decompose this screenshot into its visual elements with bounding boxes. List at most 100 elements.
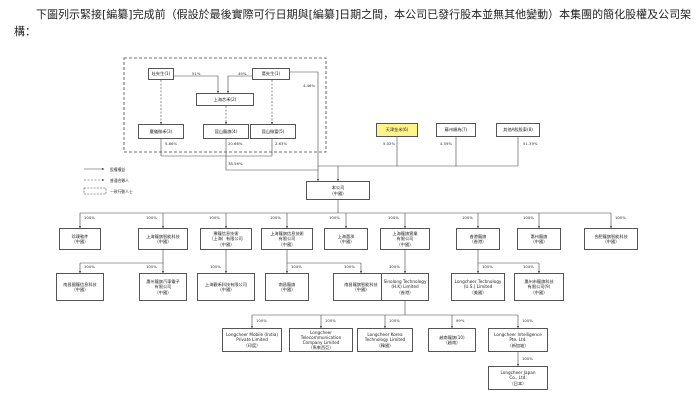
entity-tianjin-name: 天津金米 [385, 127, 403, 133]
entity-du-note: (1) [164, 71, 171, 77]
entity-l4-4: 越南龍旗(10)（越南） [428, 328, 476, 352]
entity-l2-2-name: 上海龍旗智能科技 [146, 233, 180, 239]
entity-du-name: 杜先生 [151, 71, 165, 77]
entity-l2-4-name2: 有限公司 [278, 236, 296, 242]
entity-l4-4-name: 越南龍旗 [439, 334, 457, 340]
pct-l3-6: 100% [389, 264, 400, 269]
pct-du-zhixin: 51% [192, 71, 201, 76]
entity-l3-5: 南昌龍旗智能科技（中國） [333, 273, 389, 301]
entity-l2-3-name2: （上海）有限公司 [209, 236, 243, 242]
entity-company: 本公司（中國） [306, 181, 370, 200]
entity-l4-4-place: （越南） [443, 340, 461, 345]
entity-l4-5-name: Longcheer Intelligence [494, 332, 542, 338]
legend-equity-label: 股權權益 [110, 167, 126, 172]
pct-l3-4: 100% [291, 264, 302, 269]
entity-l4-1-name: Longcheer Mobile (India) [226, 332, 278, 338]
entity-l4-1: Longcheer Mobile (India)Private Limited（… [222, 328, 282, 352]
entity-l3-6-place: （香港） [396, 289, 414, 295]
pct-l2-9: 100% [615, 215, 626, 220]
entity-l4-2-name: Longcheer Telecommunication [300, 329, 342, 340]
entity-l3-2-place: （中國） [154, 289, 172, 295]
entity-l2-2-place: （中國） [154, 239, 172, 244]
entity-l2-1-place: （中國） [71, 239, 89, 244]
entity-l2-6: 上海龍旗實業有限公司（中國） [380, 228, 430, 250]
entity-l3-3-place: （中國） [217, 287, 235, 292]
pct-l5-1: 100% [522, 356, 533, 361]
pct-l2-3: 100% [209, 215, 220, 220]
pct-l4-4: 99% [456, 318, 465, 323]
pct-l4-2: 100% [325, 318, 336, 323]
entity-l4-5-place: （新加坡） [507, 342, 529, 348]
entity-l3-8-place: （中國） [530, 289, 548, 295]
entity-l2-5: 上海蕙承（中國） [324, 228, 368, 250]
entity-l2-4-name: 上海龍旗信息技術 [270, 231, 304, 237]
entity-l3-7-name2: (U.S.) Limited [463, 284, 493, 290]
entity-ge: 葛先生(1) [252, 68, 290, 80]
entity-ge-note: (1) [274, 71, 281, 77]
entity-l2-9-place: （中國） [602, 239, 620, 244]
entity-l3-3: 上海觀禾科技有限公司（中國） [197, 273, 255, 301]
entity-l2-6-name2: 有限公司 [396, 236, 414, 242]
entity-l3-4-place: （中國） [278, 287, 296, 292]
pct-l2-5: 100% [329, 215, 340, 220]
entity-l2-5-name: 上海蕙承 [337, 233, 355, 239]
entity-l3-2-name2: 有限公司 [154, 284, 172, 290]
entity-du: 杜先生(1) [148, 68, 174, 80]
entity-l2-3: 豫龍信息技術（上海）有限公司（中國） [200, 228, 252, 250]
entity-l3-4-name: 南昌龍旗 [278, 281, 296, 287]
entity-l3-8: 惠州市龍旗科技有限公司(9)（中國） [514, 273, 564, 301]
entity-l2-8-place: （中國） [530, 239, 548, 244]
entity-l3-1-name: 南昌國龍信息科技 [63, 281, 97, 287]
pct-l3-8: 100% [523, 264, 534, 269]
entity-ge-name: 葛先生 [261, 71, 275, 77]
entity-l3-2: 惠州龍旗汽車電子有限公司（中國） [139, 273, 187, 301]
entity-l4-4-note: (10) [456, 334, 465, 340]
entity-kunshan-wei-name: 昆山微富 [261, 128, 279, 134]
pct-tianjin: 5.02% [383, 141, 396, 146]
entity-l2-3-place: （中國） [217, 241, 235, 247]
entity-kunshan-long: 昆山龍旗(4) [203, 124, 249, 139]
pct-l2-4: 100% [270, 215, 281, 220]
entity-kunshan-long-name: 昆山龍旗 [214, 128, 232, 134]
entity-l3-4: 南昌龍旗（中國） [265, 273, 309, 301]
entity-l2-3-name: 豫龍信息技術 [213, 231, 239, 237]
entity-l2-6-name: 上海龍旗實業 [392, 231, 418, 237]
entity-l2-7: 香港龍旗（香港） [456, 228, 500, 250]
entity-l3-7: Longcheer Technology(U.S.) Limited（美國） [451, 273, 505, 301]
pct-other-a: 51.39% [523, 141, 538, 146]
entity-company-name: 本公司 [331, 185, 345, 191]
entity-other-a-note: (8) [526, 127, 533, 133]
pct-group-total: 38.56% [228, 161, 243, 166]
pct-l2-2: 100% [146, 215, 157, 220]
entity-l3-1: 南昌國龍信息科技（中國） [56, 273, 104, 301]
entity-l3-2-name: 惠州龍旗汽車電子 [146, 279, 180, 285]
entity-shanghai-zhixin-name: 上海芯禾 [213, 96, 231, 102]
legend-concert-label: 一致行動人士 [110, 189, 133, 194]
entity-other-a-name: 其他A股股東 [503, 127, 527, 133]
entity-kunshan-wei-note: (5) [278, 128, 285, 134]
entity-shanghai-zhixin: 上海芯禾(2) [196, 93, 254, 106]
entity-qingyun-name: 慶儀微禾 [149, 128, 167, 134]
entity-l3-7-place: （美國） [469, 289, 487, 295]
entity-l4-3-name2: Technology Limited [364, 337, 406, 343]
entity-suzhou-name: 蘇州順為 [444, 127, 462, 133]
pct-ge-company: 4.46% [303, 83, 316, 88]
pct-l4-3: 100% [389, 318, 400, 323]
entity-tianjin: 天津金米(6) [376, 123, 418, 137]
entity-l3-8-note: (9) [544, 284, 551, 290]
pct-l4-5: 100% [522, 318, 533, 323]
entity-company-place: （中國） [329, 190, 347, 196]
entity-l5-1-name: Longcheer Japan [500, 370, 536, 376]
pct-qingyun: 5.86% [165, 141, 178, 146]
entity-l2-7-name: 香港龍旗 [469, 233, 487, 239]
entity-l4-3-place: （韓國） [376, 342, 394, 348]
pct-kunshan-wei: 2.63% [275, 141, 288, 146]
pct-l3-5: 100% [344, 264, 355, 269]
entity-l3-8-name2: 有限公司 [527, 284, 545, 290]
entity-l2-6-place: （中國） [396, 241, 414, 247]
entity-l2-9-name: 合肥龍旗智能科技 [594, 233, 628, 239]
